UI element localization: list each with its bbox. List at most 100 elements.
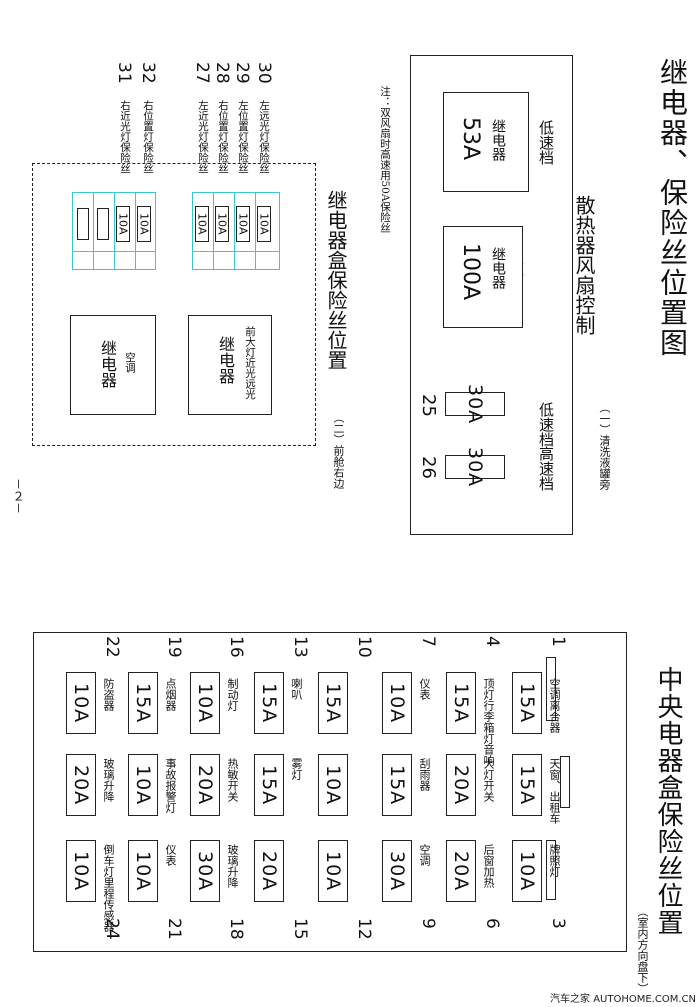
central-fuse-label: 雾灯 [290, 758, 303, 780]
watermark: 汽车之家 AUTOHOME.COM.CN [550, 994, 696, 1005]
central-fuse-label: 顶灯行李箱灯音响 [482, 678, 495, 766]
relay-aircon-name: 继电器 [98, 340, 117, 388]
central-fuse-label: 仪表 [164, 844, 177, 866]
central-fuse: 15A [254, 754, 284, 816]
central-fuse-amp: 10A [194, 682, 216, 724]
fuse-25: 30A [445, 384, 505, 424]
fuse-27: 10A [195, 206, 209, 242]
central-fuse-number: 3 [548, 918, 568, 929]
relay-high-speed: 继电器 100A [443, 226, 523, 328]
central-fuse: 15A [128, 672, 158, 734]
relay-aircon-desc: 空调 [124, 352, 136, 373]
central-box-title: 中央电器盒保险丝位置 [653, 666, 683, 936]
central-fuse-number: 6 [482, 918, 502, 929]
relay-headlight-desc: 前大灯近光远光 [244, 326, 256, 400]
central-fuse-amp: 10A [322, 764, 344, 806]
central-fuse-amp: 15A [516, 682, 538, 724]
fuse-25-gear: 低速档 [537, 402, 555, 447]
central-fuse-amp: 20A [70, 764, 92, 806]
page-title: 继电器、保险丝位置图 [656, 58, 689, 358]
relay-high-amp: 100A [458, 243, 483, 301]
fuse-block-27-30-div1 [192, 251, 280, 252]
fuse-26-number: 26 [418, 456, 439, 479]
central-fuse-label: 制动灯 [226, 678, 239, 711]
central-fuse: 15A [382, 754, 412, 816]
central-fuse-amp: 15A [450, 682, 472, 724]
central-fuse: 20A [66, 754, 96, 816]
central-fuse-number: 4 [482, 636, 502, 647]
central-fuse-amp: 15A [516, 764, 538, 806]
central-fuse-number: 21 [164, 918, 184, 940]
central-fuse: 15A [318, 672, 348, 734]
central-fuse: 15A [512, 672, 542, 734]
central-fuse-label: 空调 [418, 844, 431, 866]
fuse-block-31-32-div3 [114, 192, 115, 270]
legend-num-32: 32 [138, 62, 158, 84]
legend-label-32: 右位置灯保险丝 [142, 100, 154, 174]
fuse-25-number: 25 [418, 394, 439, 417]
central-fuse-label: 刮雨器 [418, 758, 431, 791]
central-fuse: 15A [512, 754, 542, 816]
radiator-note: 注：双风扇时高速用50A保险丝 [379, 86, 391, 233]
legend-num-31: 31 [114, 62, 134, 84]
central-fuse-amp: 10A [322, 850, 344, 892]
legend-num-27: 27 [192, 62, 212, 84]
central-fuse: 10A [512, 840, 542, 902]
central-fuse-label: 牌照灯 [548, 844, 561, 877]
fuse-block-31-32-div2 [93, 192, 94, 270]
central-fuse-amp: 10A [70, 850, 92, 892]
central-fuse-label: 防盗器 [102, 678, 115, 711]
radiator-subtitle: （一）清洗液罐旁 [598, 402, 611, 490]
fuse-block-27-30-div3 [234, 192, 235, 270]
central-fuse-amp: 15A [386, 764, 408, 806]
central-fuse-amp: 20A [194, 764, 216, 806]
central-fuse: 20A [446, 840, 476, 902]
legend-num-29: 29 [232, 62, 252, 84]
central-fuse-label: 玻璃升降 [226, 844, 239, 888]
fuse-slot-empty-1 [97, 208, 109, 240]
central-fuse-label: 后窗加热 [482, 844, 495, 888]
relay-low-gear-label: 低速档 [537, 120, 555, 165]
relay-low-amp: 53A [458, 117, 483, 161]
central-bar-top [546, 657, 556, 721]
central-fuse-amp: 20A [258, 850, 280, 892]
central-fuse-label: 倒车灯里程传感器 [102, 844, 115, 932]
central-box-subtitle: （室内方向盘下） [636, 906, 649, 994]
central-fuse-label: 热敏开关 [226, 758, 239, 802]
central-fuse-amp: 20A [450, 764, 472, 806]
fuse-26-amp: 30A [464, 446, 486, 488]
central-fuse-label: 玻璃升降 [102, 758, 115, 802]
central-fuse: 15A [446, 672, 476, 734]
central-fuse-number: 7 [418, 636, 438, 647]
legend-label-30: 左远光灯保险丝 [258, 100, 270, 174]
central-fuse: 20A [190, 754, 220, 816]
legend-label-31: 右近光灯保险丝 [119, 100, 131, 174]
legend-label-27: 左近光灯保险丝 [197, 100, 209, 174]
central-fuse-amp: 15A [132, 682, 154, 724]
central-fuse: 15A [254, 672, 284, 734]
relay-high-name: 继电器 [490, 247, 506, 289]
relay-low-name: 继电器 [490, 119, 506, 161]
central-fuse-number: 22 [102, 636, 122, 658]
central-fuse-number: 24 [102, 918, 122, 940]
fuse-block-27-30-div4 [255, 192, 256, 270]
central-fuse-amp: 30A [386, 850, 408, 892]
fuse-block-27-30 [192, 192, 280, 270]
central-bar-bottom [546, 840, 556, 900]
fuse-block-27-30-div2 [213, 192, 214, 270]
central-fuse-amp: 10A [516, 850, 538, 892]
fuse-slot-empty-2 [77, 208, 89, 240]
central-fuse-number: 16 [226, 636, 246, 658]
central-fuse: 10A [190, 672, 220, 734]
legend-num-30: 30 [254, 62, 274, 84]
page-number: －２－ [11, 478, 25, 515]
central-fuse-amp: 10A [132, 850, 154, 892]
central-fuse-amp: 10A [70, 682, 92, 724]
central-fuse-amp: 30A [194, 850, 216, 892]
central-fuse: 30A [190, 840, 220, 902]
central-fuse-number: 1 [548, 636, 568, 647]
central-fuse-amp: 15A [258, 764, 280, 806]
relay-box-title: 继电器盒保险丝位置 [324, 190, 348, 370]
legend-label-28: 右位置灯保险丝 [217, 100, 229, 174]
central-fuse: 20A [254, 840, 284, 902]
